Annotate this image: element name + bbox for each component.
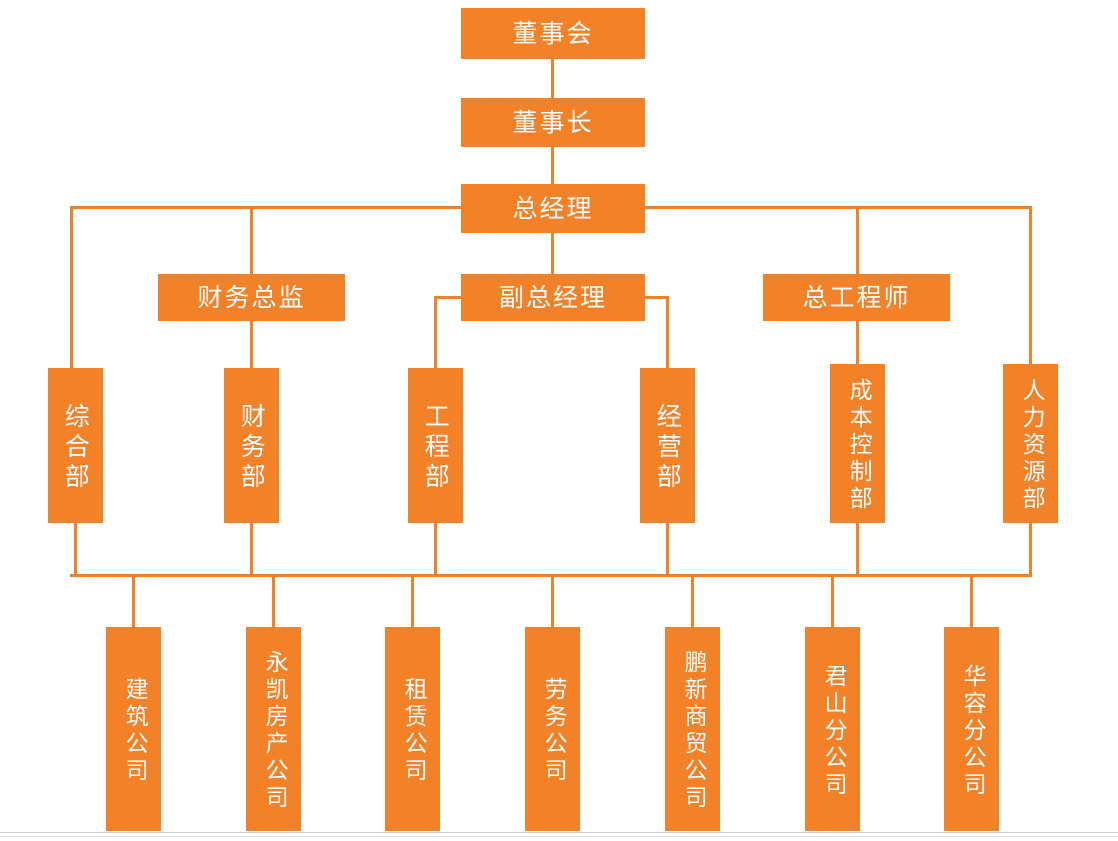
node-department-general-affairs[interactable]: 综合部 bbox=[48, 368, 103, 523]
node-department-engineering[interactable]: 工程部 bbox=[408, 368, 463, 523]
node-subsidiary-labor-services[interactable]: 劳务公司 bbox=[525, 627, 580, 831]
connector-bus-to-yongkai-realestate bbox=[272, 574, 275, 628]
node-board-of-directors[interactable]: 董事会 bbox=[461, 8, 645, 59]
connector-gm-to-deputy-gm bbox=[551, 232, 554, 276]
node-department-human-resources[interactable]: 人力资源部 bbox=[1003, 364, 1058, 523]
node-subsidiary-construction[interactable]: 建筑公司 bbox=[106, 627, 161, 831]
node-subsidiary-junshan-branch[interactable]: 君山分公司 bbox=[805, 627, 860, 831]
connector-bus-to-huarong-branch bbox=[970, 574, 973, 628]
connector-bus-to-construction bbox=[132, 574, 135, 628]
page-divider-bottom bbox=[0, 836, 1118, 837]
connector-finance-dept-to-bus bbox=[250, 522, 253, 577]
node-department-finance[interactable]: 财务部 bbox=[224, 368, 279, 523]
connector-bus-to-junshan-branch bbox=[831, 574, 834, 628]
node-general-manager[interactable]: 总经理 bbox=[461, 184, 645, 233]
connector-deputy-gm-right-stub bbox=[641, 296, 669, 299]
connector-bus-to-cfo bbox=[250, 206, 253, 275]
connector-bus-to-labor-services bbox=[551, 574, 554, 628]
node-subsidiary-leasing[interactable]: 租赁公司 bbox=[385, 627, 440, 831]
node-subsidiary-pengxin-trading[interactable]: 鹏新商贸公司 bbox=[665, 627, 720, 831]
connector-general-affairs-to-bus bbox=[74, 522, 77, 577]
connector-bus-to-pengxin-trading bbox=[691, 574, 694, 628]
connector-chairman-to-gm bbox=[551, 147, 554, 185]
node-chief-engineer[interactable]: 总工程师 bbox=[763, 274, 950, 321]
node-subsidiary-huarong-branch[interactable]: 华容分公司 bbox=[944, 627, 999, 831]
connector-deputy-gm-to-operations bbox=[666, 296, 669, 369]
node-deputy-general-manager[interactable]: 副总经理 bbox=[461, 274, 645, 321]
connector-subsidiary-bus bbox=[70, 574, 1031, 577]
node-cfo[interactable]: 财务总监 bbox=[158, 274, 345, 321]
node-department-operations[interactable]: 经营部 bbox=[640, 368, 695, 523]
node-department-cost-control[interactable]: 成本控制部 bbox=[830, 364, 885, 523]
connector-bus-to-human-resources bbox=[1029, 206, 1032, 369]
connector-human-resources-to-bus bbox=[1029, 522, 1032, 577]
page-divider-top bbox=[0, 832, 1118, 833]
connector-cost-control-to-bus bbox=[856, 522, 859, 577]
connector-bus-to-general-affairs bbox=[70, 206, 73, 369]
connector-bus-to-chief-engineer bbox=[856, 206, 859, 275]
connector-bus-to-leasing bbox=[411, 574, 414, 628]
connector-operations-to-bus bbox=[666, 522, 669, 577]
node-subsidiary-yongkai-realestate[interactable]: 永凯房产公司 bbox=[246, 627, 301, 831]
connector-cfo-to-finance-dept bbox=[250, 320, 253, 369]
connector-board-to-chairman bbox=[551, 59, 554, 99]
connector-deputy-gm-left-stub bbox=[434, 296, 464, 299]
connector-chief-engineer-to-cost-control bbox=[856, 320, 859, 369]
connector-engineering-to-bus bbox=[434, 522, 437, 577]
connector-deputy-gm-to-engineering bbox=[434, 296, 437, 369]
node-chairman[interactable]: 董事长 bbox=[461, 98, 645, 147]
